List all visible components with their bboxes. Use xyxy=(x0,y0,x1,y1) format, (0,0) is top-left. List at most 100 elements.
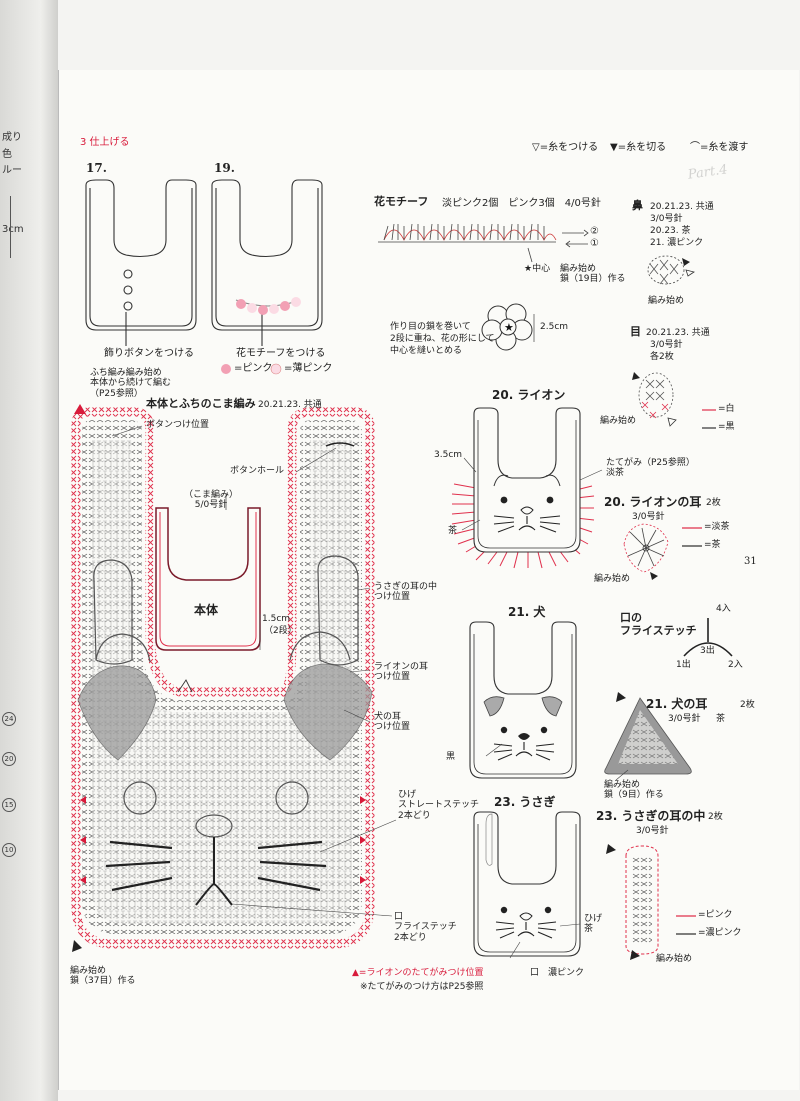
legend-cut: ▼=糸を切る xyxy=(610,142,667,153)
fly-stitch-title: 口の フライステッチ xyxy=(620,611,697,637)
left-strip-circled: 10 xyxy=(2,843,16,857)
left-strip-circled: 15 xyxy=(2,798,16,812)
previous-page-edge xyxy=(0,0,58,1101)
bib-17-caption: 飾りボタンをつける xyxy=(104,348,194,359)
body-label: 本体 xyxy=(194,603,219,617)
button-position-label: ボタンつけ位置 xyxy=(146,420,210,430)
eye-chart xyxy=(638,372,674,419)
page-number: 31 xyxy=(744,556,757,567)
lion-size: 3.5cm xyxy=(434,450,463,460)
eye-black: =黒 xyxy=(718,422,735,432)
flower-pink-swatch xyxy=(221,364,231,374)
nose-chart xyxy=(647,255,685,285)
eye-common: 20.21.23. 共通 xyxy=(646,328,710,338)
lion-ear-position: ライオンの耳 つけ位置 xyxy=(374,662,429,683)
lion-ear-dark: =茶 xyxy=(704,540,721,550)
dog-ear-position: 犬の耳 つけ位置 xyxy=(374,712,411,733)
rows-size: 1.5cm xyxy=(262,614,291,624)
rabbit-inner-title: 23. うさぎの耳の中 xyxy=(596,809,706,823)
bib-19-drawing xyxy=(211,179,323,346)
rabbit-inner-pink: =ピンク xyxy=(698,910,733,920)
main-chart-common: 20.21.23. 共通 xyxy=(258,400,322,410)
bib-17-number: 17. xyxy=(86,161,107,175)
flower-chain: 編み始め 鎖（19目）作る xyxy=(560,264,626,285)
rabbit-inner-hook: 3/0号針 xyxy=(636,826,669,836)
buttonhole-label: ボタンホール xyxy=(230,466,285,476)
nose-color-1: 20.23. 茶 xyxy=(650,226,691,236)
section-heading: 3 仕上げる xyxy=(80,137,130,148)
flower-light-swatch xyxy=(270,363,282,375)
dog-ear-chart xyxy=(604,692,692,781)
bib-19-number: 19. xyxy=(214,161,235,175)
lion-ear-count: 2枚 xyxy=(706,498,721,508)
eye-count: 各2枚 xyxy=(650,352,674,362)
legend-attach: ▽=糸をつける xyxy=(532,142,599,153)
rabbit-mouth-color: 濃ピンク xyxy=(548,968,585,978)
svg-text:★: ★ xyxy=(504,321,514,334)
left-strip-label: 3cm xyxy=(2,224,24,235)
lion-ear-hook: 3/0号針 xyxy=(632,512,665,522)
left-strip-label: ルー xyxy=(2,165,22,176)
edge-start-note: ふち編み編み始め 本体から続けて編む （P25参照） xyxy=(90,368,172,399)
nose-start: 編み始め xyxy=(648,296,685,306)
lion-ear-title: 20. ライオンの耳 xyxy=(604,495,702,509)
flower-colors: 淡ピンク2個 ピンク3個 4/0号針 xyxy=(442,198,601,209)
left-strip-circled: 24 xyxy=(2,712,16,726)
fly-stitch-3: 3出 xyxy=(700,646,715,656)
flower-chart xyxy=(378,223,589,263)
bib-17-drawing xyxy=(85,179,197,346)
rabbit-inner-position: うさぎの耳の中 つけ位置 xyxy=(374,582,438,603)
main-chart-leaders xyxy=(111,425,397,917)
dog-ear-start: 編み始め 鎖（9目）作る xyxy=(604,780,664,801)
flower-size: 2.5cm xyxy=(540,322,569,332)
dog-bib-drawing xyxy=(469,621,577,779)
bib-19-caption: 花モチーフをつける xyxy=(236,348,326,359)
nose-color-2: 21. 濃ピンク xyxy=(650,238,704,248)
rabbit-title: 23. うさぎ xyxy=(494,795,556,809)
flower-light-legend: =薄ピンク xyxy=(284,363,333,374)
left-strip-label: 成り xyxy=(2,132,22,143)
eye-title: 目 xyxy=(630,325,641,338)
sc-note: （こま編み） 5/0号針 xyxy=(184,490,239,511)
whisker-note: ひげ ストレートステッチ 2本どり xyxy=(398,790,480,821)
eye-hook: 3/0号針 xyxy=(650,340,683,350)
flower-row-1: ① xyxy=(590,238,599,249)
lion-mane: たてがみ（P25参照） 淡茶 xyxy=(606,458,695,479)
nose-common: 20.21.23. 共通 xyxy=(650,202,714,212)
dog-ear-color: 茶 xyxy=(716,714,726,724)
lion-ear-light: =淡茶 xyxy=(704,522,730,532)
main-body-chart xyxy=(71,404,375,952)
legend-pass: ⌒=糸を渡す xyxy=(690,142,749,153)
fly-stitch-diagram xyxy=(683,618,733,657)
bib-19-flowers xyxy=(236,297,301,315)
rabbit-whisker: ひげ 茶 xyxy=(584,914,603,935)
flower-instruction-2: 2段に重ね、花の形にして xyxy=(390,334,495,344)
fly-stitch-2: 2入 xyxy=(728,660,743,670)
eye-start: 編み始め xyxy=(600,416,637,426)
mane-legend: ▲=ライオンのたてがみつけ位置 xyxy=(352,968,484,978)
lion-bib-drawing xyxy=(451,407,603,569)
flower-shape xyxy=(481,303,533,351)
rabbit-inner-start: 編み始め xyxy=(656,954,693,964)
dog-title: 21. 犬 xyxy=(508,605,546,619)
fly-stitch-4: 4入 xyxy=(716,604,731,614)
dog-ear-hook: 3/0号針 xyxy=(668,714,701,724)
flower-pink-legend: =ピンク xyxy=(234,363,273,374)
rows-count: （2段） xyxy=(264,626,297,636)
rabbit-bib-drawing xyxy=(473,811,581,959)
dog-black: 黒 xyxy=(446,752,456,762)
flower-center: ★中心 xyxy=(524,264,551,274)
nose-hook: 3/0号針 xyxy=(650,214,683,224)
main-chart-title: 本体とふちのこま編み xyxy=(146,397,256,410)
lion-brown: 茶 xyxy=(448,526,458,536)
left-strip-circled: 20 xyxy=(2,752,16,766)
rabbit-inner-count: 2枚 xyxy=(708,812,723,822)
lion-ear-start: 編み始め xyxy=(594,574,631,584)
dog-ear-title: 21. 犬の耳 xyxy=(646,697,708,711)
flower-instruction-3: 中心を縫いとめる xyxy=(390,346,463,356)
rabbit-inner-dark: =濃ピンク xyxy=(698,928,742,938)
left-strip-rule xyxy=(10,196,11,258)
lion-title: 20. ライオン xyxy=(492,388,566,402)
eye-white: =白 xyxy=(718,404,735,414)
